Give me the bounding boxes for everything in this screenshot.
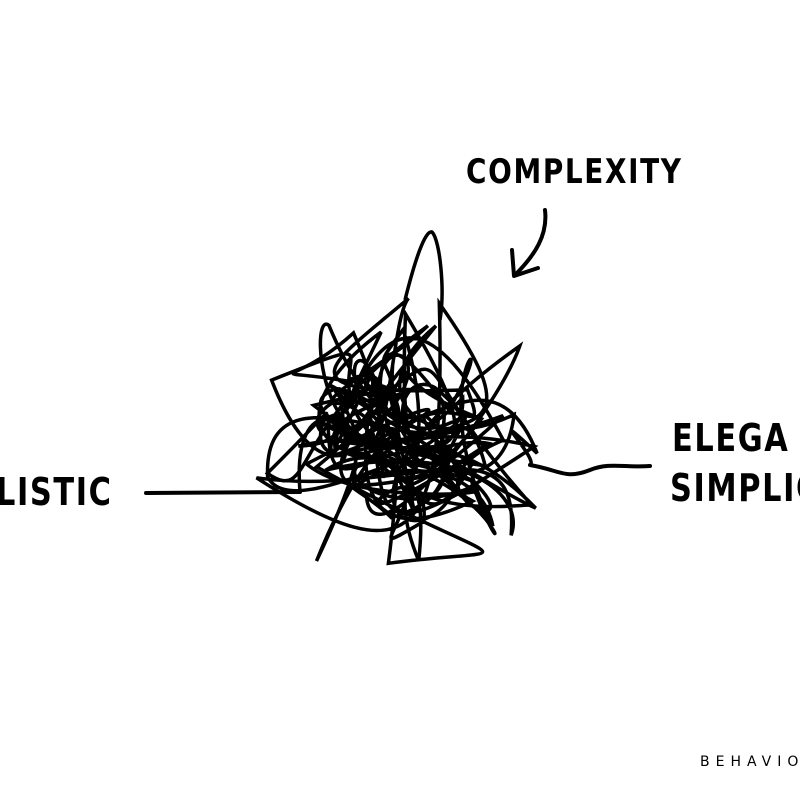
label-simplicity: SIMPLIC [670,466,800,510]
label-complexity: COMPLEXITY [466,152,683,192]
scribble-spike [403,230,444,321]
right-line [528,463,652,477]
tangle-scribble [255,230,539,566]
left-line [144,490,302,495]
brand-watermark: BEHAVIO [700,754,800,770]
label-simplistic: LISTIC [0,470,113,514]
label-elegant: ELEGA [672,416,790,460]
arrow-icon [510,208,548,278]
scribble-stroke [255,296,539,566]
